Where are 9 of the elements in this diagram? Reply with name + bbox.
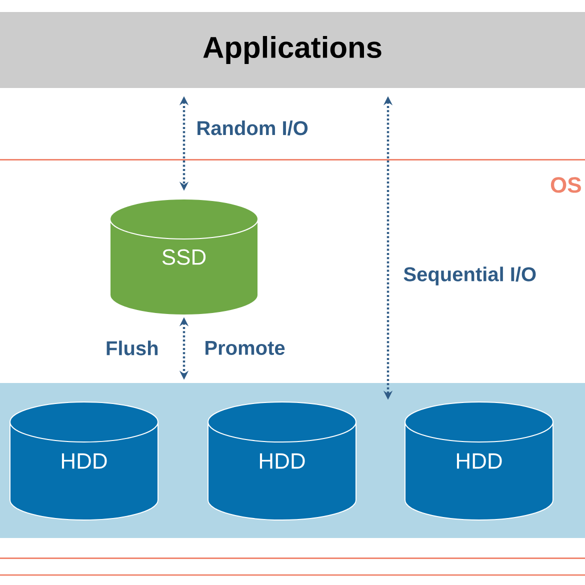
hdd-cylinder: HDD [404,402,554,520]
edge-label: Random I/O [198,120,308,136]
edge-label: Flush [106,340,158,356]
hdd-cylinder: HDD [10,402,158,520]
application-band: Applications [0,12,585,88]
flow-label: Promote [206,341,285,355]
edge-label: Sequential I/O [404,266,536,286]
hdd-cylinder: HDD [208,402,356,520]
ssd-cylinder: SSD [110,198,258,316]
